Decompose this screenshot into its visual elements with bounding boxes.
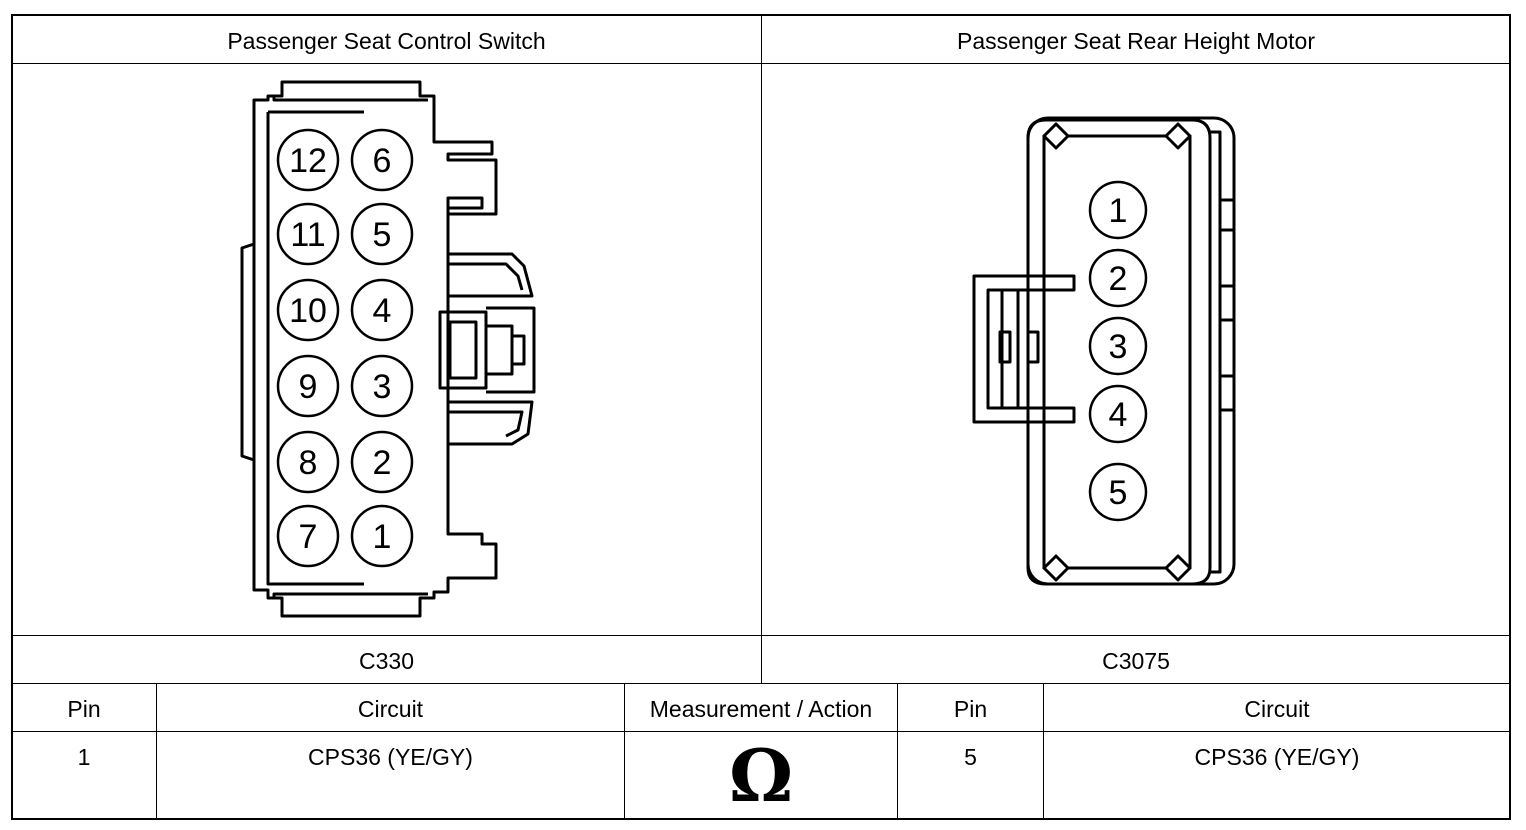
pin-label: 6 <box>373 142 392 180</box>
connector-id: C330 <box>359 648 414 674</box>
pin-label: 10 <box>289 292 327 330</box>
divider <box>156 683 157 819</box>
connector-c3075-diagram: 1 2 3 4 5 <box>972 116 1236 586</box>
pin-label: 2 <box>373 444 392 482</box>
pin-label: 1 <box>373 518 392 556</box>
header-measurement: Measurement / Action <box>649 696 873 722</box>
divider <box>12 731 1510 732</box>
connector-title: Passenger Seat Rear Height Motor <box>957 28 1315 54</box>
connector-id: C3075 <box>1102 648 1170 674</box>
pin-label: 4 <box>1109 396 1128 434</box>
row-pin: 5 <box>964 744 977 770</box>
pin-label: 9 <box>299 368 318 406</box>
row-pin: 1 <box>77 744 91 770</box>
header-pin: Pin <box>67 696 101 722</box>
pin-label: 4 <box>373 292 392 330</box>
ohm-icon: Ω <box>728 733 794 818</box>
pin-label: 7 <box>299 518 318 556</box>
pin-label: 3 <box>373 368 392 406</box>
divider <box>624 683 625 819</box>
divider <box>1043 683 1044 819</box>
header-circuit: Circuit <box>1244 696 1310 722</box>
row-circuit: CPS36 (YE/GY) <box>308 744 473 770</box>
pin-label: 5 <box>373 216 392 254</box>
header-pin: Pin <box>953 696 988 722</box>
row-circuit: CPS36 (YE/GY) <box>1194 744 1360 770</box>
header-circuit: Circuit <box>357 696 424 722</box>
pin-label: 11 <box>290 216 325 254</box>
connector-title: Passenger Seat Control Switch <box>227 28 546 54</box>
divider <box>761 15 762 684</box>
pin-label: 8 <box>299 444 318 482</box>
pin-label: 12 <box>289 142 327 180</box>
connector-c330-diagram: 12 6 11 5 10 4 9 3 8 2 7 1 <box>240 80 536 618</box>
pin-label: 5 <box>1109 474 1128 512</box>
divider <box>897 683 898 819</box>
pin-label: 1 <box>1109 192 1128 230</box>
pin-label: 3 <box>1109 328 1128 366</box>
pin-label: 2 <box>1109 260 1128 298</box>
